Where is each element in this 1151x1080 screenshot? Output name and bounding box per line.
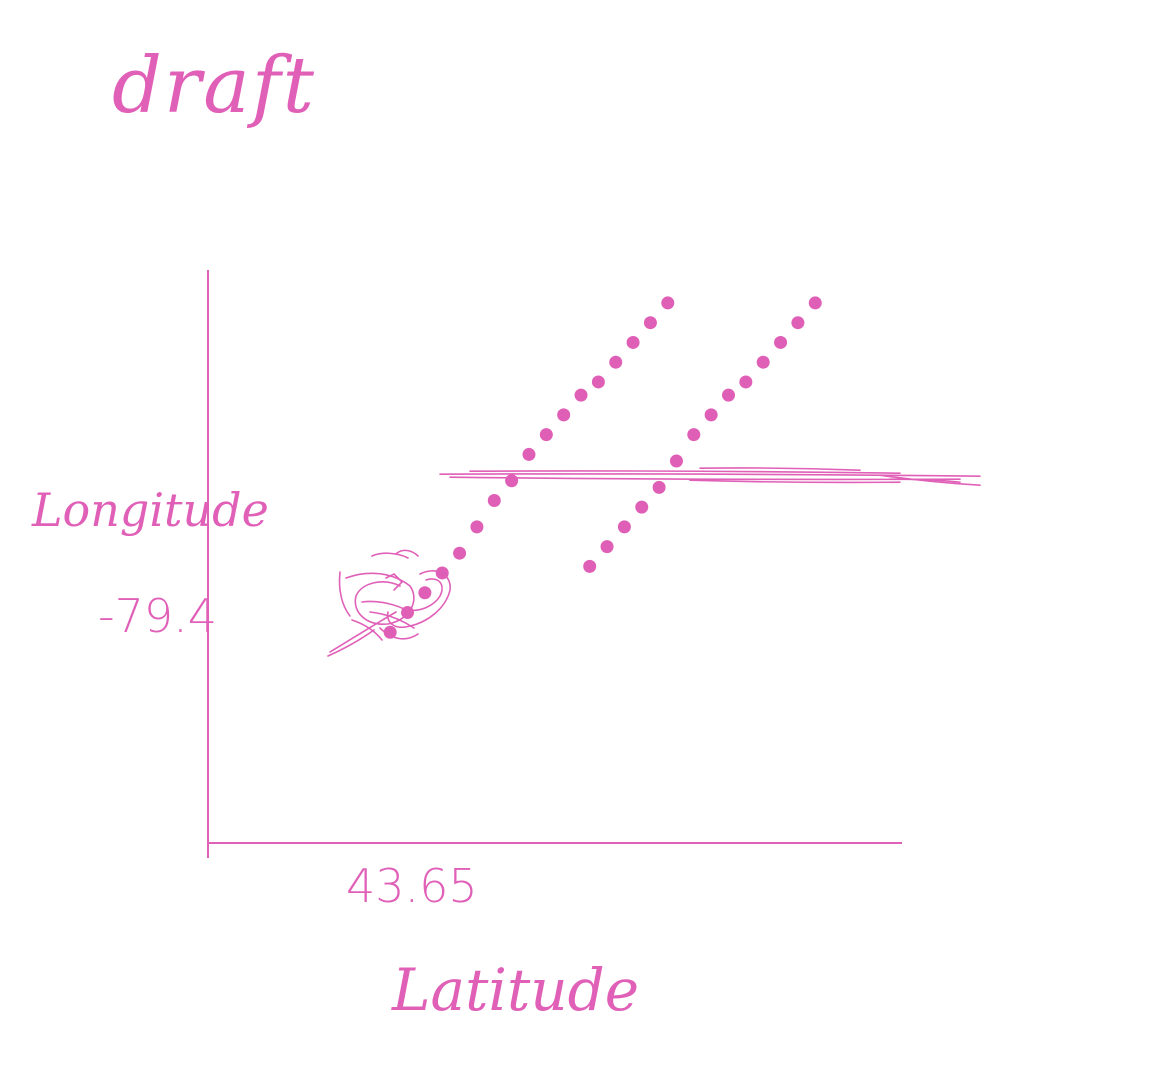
reference-line-stroke [889, 478, 961, 483]
x-tick-label: 43.65 [346, 859, 478, 913]
data-point [739, 375, 753, 389]
data-point [401, 605, 415, 619]
data-point [635, 500, 649, 514]
data-point [617, 520, 631, 534]
data-point [808, 296, 822, 310]
data-point [600, 540, 614, 554]
data-point [652, 480, 666, 494]
data-point [383, 625, 397, 639]
data-point [626, 335, 640, 349]
reference-line-stroke [879, 474, 981, 486]
reference-line-stroke [439, 473, 981, 477]
data-point [687, 428, 701, 442]
data-point [591, 375, 605, 389]
reference-line-stroke [449, 476, 961, 481]
data-point [704, 408, 718, 422]
data-point [643, 316, 657, 330]
data-points [383, 296, 822, 639]
data-point [453, 546, 467, 560]
reference-line-stroke [699, 467, 861, 471]
data-point [522, 447, 536, 461]
reference-line-stroke [689, 479, 901, 484]
data-point [487, 494, 501, 508]
data-point [435, 566, 449, 580]
data-point [470, 520, 484, 534]
x-axis-label: Latitude [391, 956, 639, 1024]
data-point [791, 316, 805, 330]
data-point [583, 559, 597, 573]
reference-line-stroke [469, 470, 901, 474]
data-point [418, 586, 432, 600]
data-point [669, 454, 683, 468]
data-point [774, 335, 788, 349]
y-axis-label: Longitude [31, 483, 269, 537]
draft-note: draft [112, 41, 316, 131]
scribble-mark [327, 549, 451, 657]
y-tick-label: -79.4 [98, 589, 217, 643]
data-point [505, 474, 519, 488]
data-point [609, 355, 623, 369]
data-point [574, 388, 588, 402]
reference-line [439, 467, 981, 486]
data-point [539, 428, 553, 442]
data-point [557, 408, 571, 422]
data-point [661, 296, 675, 310]
data-point [756, 355, 770, 369]
data-point [722, 388, 735, 402]
